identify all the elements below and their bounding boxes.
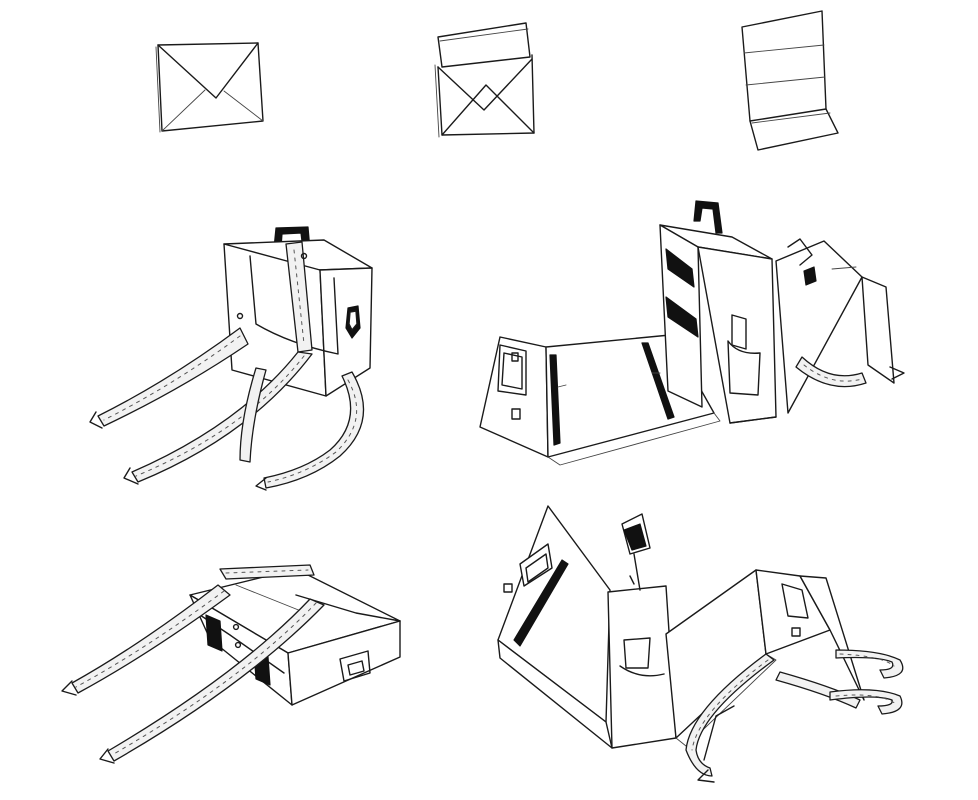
- envelope-opening-sketch: [430, 15, 550, 145]
- fully-unfolded-bag-sketch: [490, 500, 920, 790]
- unfolded-panel-sketch: [730, 5, 845, 155]
- backpack-lying-flat-sketch: [60, 555, 410, 780]
- closed-envelope-sketch: [150, 35, 275, 140]
- backpack-upright-sketch: [89, 220, 390, 500]
- briefcase-unfolding-sketch: [470, 195, 920, 470]
